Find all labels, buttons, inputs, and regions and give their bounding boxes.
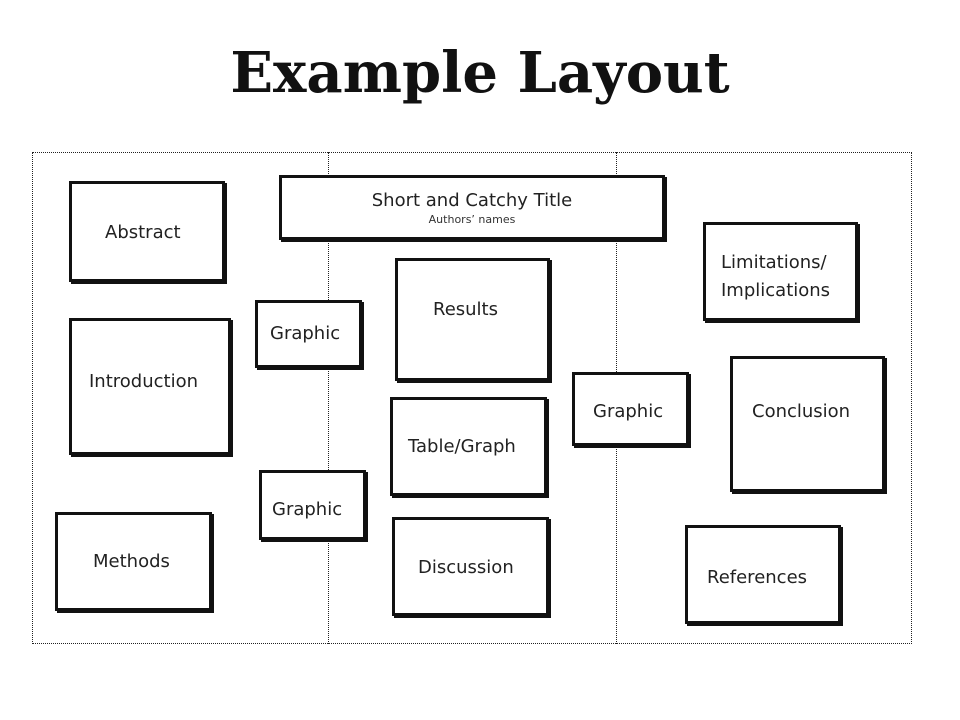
- results-label: Results: [433, 299, 498, 320]
- limitations-box: Limitations/ Implications: [703, 222, 858, 321]
- methods-box: Methods: [55, 512, 212, 611]
- conclusion-box: Conclusion: [730, 356, 885, 492]
- introduction-box: Introduction: [69, 318, 231, 455]
- abstract-box: Abstract: [69, 181, 225, 282]
- graphic-label-2: Graphic: [272, 499, 343, 520]
- abstract-label: Abstract: [105, 222, 181, 243]
- results-box: Results: [395, 258, 550, 381]
- table-graph-box: Table/Graph: [390, 397, 547, 496]
- graphic-label-3: Graphic: [593, 401, 664, 422]
- graphic-box-1: Graphic: [255, 300, 362, 368]
- graphic-box-2: Graphic: [259, 470, 366, 540]
- page-title: Example Layout: [230, 40, 730, 106]
- title-authors-label: Authors’ names: [428, 212, 516, 226]
- discussion-label: Discussion: [418, 557, 514, 578]
- title-box: Short and Catchy Title Authors’ names: [279, 175, 665, 240]
- limitations-label: Limitations/ Implications: [721, 252, 831, 301]
- graphic-label-1: Graphic: [270, 323, 341, 344]
- introduction-label: Introduction: [89, 371, 199, 392]
- graphic-box-3: Graphic: [572, 372, 689, 446]
- methods-label: Methods: [93, 551, 170, 572]
- poster-frame: [32, 152, 912, 644]
- discussion-box: Discussion: [392, 517, 549, 616]
- table-graph-label: Table/Graph: [408, 436, 516, 457]
- references-box: References: [685, 525, 841, 624]
- conclusion-label: Conclusion: [752, 401, 851, 422]
- references-label: References: [707, 567, 808, 588]
- column-divider-1: [328, 152, 329, 644]
- title-main-label: Short and Catchy Title: [371, 189, 573, 211]
